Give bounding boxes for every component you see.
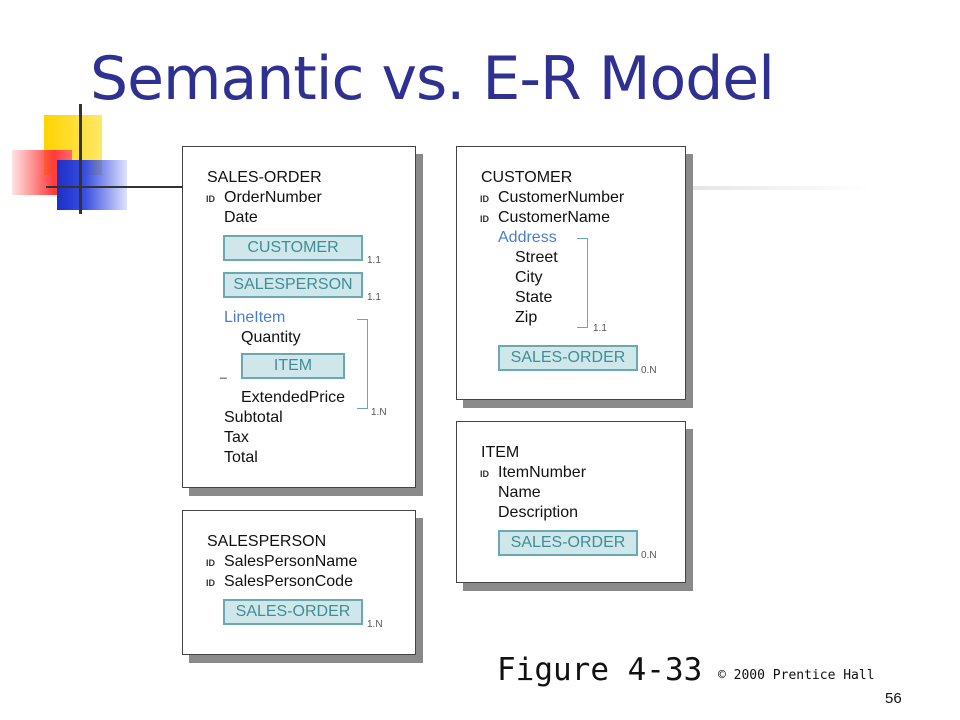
salesperson-sales-order-cardinality: 1.N [367, 619, 383, 630]
state-attr: State [515, 289, 553, 306]
logo-blue-square [57, 160, 127, 210]
figure-label: Figure 4-33 [497, 652, 703, 688]
customer-name-attr: CustomerName [498, 209, 611, 226]
address-group: Address [498, 229, 557, 246]
customer-panel: CUSTOMER ID CustomerNumber ID CustomerNa… [456, 146, 686, 400]
salesperson-object-name: SALESPERSON [207, 533, 327, 550]
id-marker: ID [480, 194, 489, 204]
item-number-attr: ItemNumber [498, 464, 587, 481]
sales-order-object-name: SALES-ORDER [207, 169, 322, 186]
total-attr: Total [224, 449, 258, 466]
item-sales-order-box: SALES-ORDER [498, 530, 638, 556]
zip-attr: Zip [515, 309, 538, 326]
item-object-name: ITEM [481, 444, 520, 461]
tax-attr: Tax [224, 429, 249, 446]
salesperson-panel: SALESPERSON ID SalesPersonName ID SalesP… [182, 510, 416, 655]
item-name-attr: Name [498, 484, 541, 501]
customer-object-name: CUSTOMER [481, 169, 573, 186]
customer-number-attr: CustomerNumber [498, 189, 625, 206]
customer-cardinality: 1.1 [367, 255, 381, 266]
item-dash-marker: _ [220, 365, 227, 379]
id-marker: ID [206, 578, 215, 588]
customer-object-box: CUSTOMER [223, 235, 363, 261]
line-item-group: LineItem [224, 309, 286, 326]
salesperson-sales-order-box: SALES-ORDER [223, 599, 363, 625]
logo-horizontal-line [46, 186, 186, 188]
sales-order-panel: SALES-ORDER ID OrderNumber Date CUSTOMER… [182, 146, 416, 488]
item-sales-order-cardinality: 0.N [641, 550, 657, 561]
line-item-bracket [357, 319, 368, 409]
id-marker: ID [206, 194, 215, 204]
id-marker: ID [480, 214, 489, 224]
line-item-cardinality: 1.N [371, 407, 387, 418]
customer-sales-order-cardinality: 0.N [641, 365, 657, 376]
city-attr: City [515, 269, 543, 286]
date-attr: Date [224, 209, 258, 226]
item-object-box: ITEM [241, 353, 345, 379]
address-bracket [577, 238, 588, 328]
address-cardinality: 1.1 [593, 323, 607, 334]
customer-sales-order-box: SALES-ORDER [498, 345, 638, 371]
sales-person-code-attr: SalesPersonCode [224, 573, 353, 590]
description-attr: Description [498, 504, 579, 521]
copyright-notice: © 2000 Prentice Hall [718, 668, 875, 683]
salesperson-object-box: SALESPERSON [223, 272, 363, 298]
slide-title: Semantic vs. E-R Model [90, 44, 775, 114]
salesperson-cardinality: 1.1 [367, 292, 381, 303]
id-marker: ID [480, 469, 489, 479]
quantity-attr: Quantity [241, 329, 301, 346]
extended-price-attr: ExtendedPrice [241, 389, 346, 406]
street-attr: Street [515, 249, 558, 266]
page-number: 56 [885, 690, 902, 707]
sales-person-name-attr: SalesPersonName [224, 553, 358, 570]
logo-vertical-line [79, 104, 82, 214]
title-underline-fade [690, 186, 870, 190]
id-marker: ID [206, 558, 215, 568]
subtotal-attr: Subtotal [224, 409, 283, 426]
item-panel: ITEM ID ItemNumber Name Description SALE… [456, 421, 686, 583]
order-number-attr: OrderNumber [224, 189, 322, 206]
